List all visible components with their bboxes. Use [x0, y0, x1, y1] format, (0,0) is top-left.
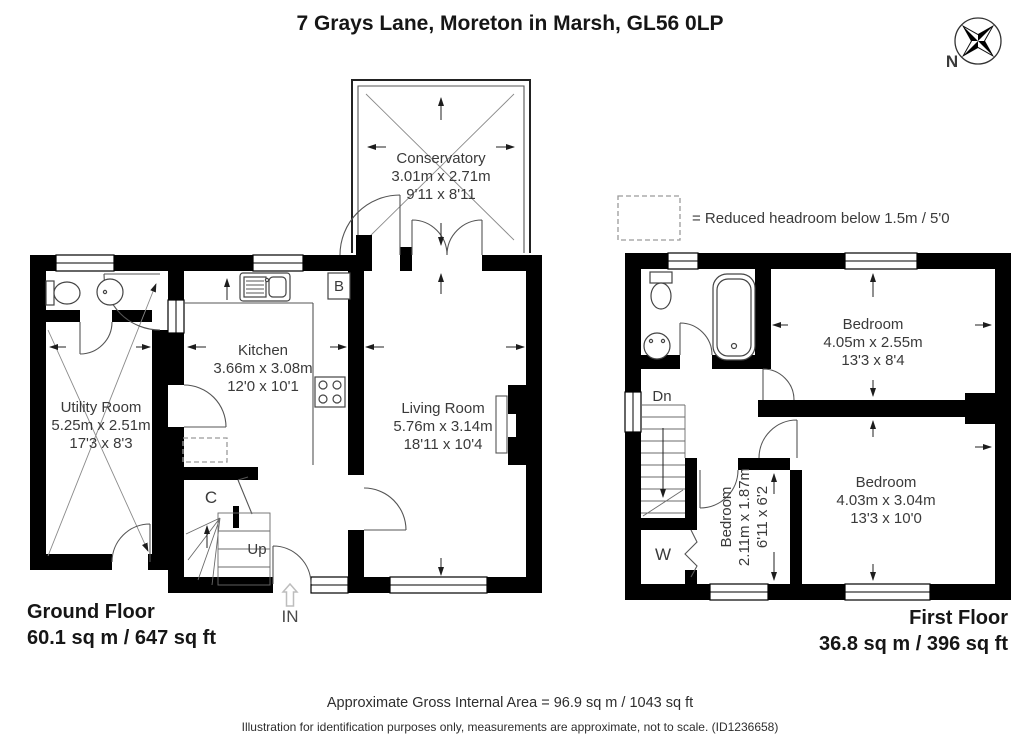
- kitchen-name-label: Kitchen: [238, 342, 288, 359]
- utility-room-imperial-label: 17'3 x 8'3: [69, 435, 132, 452]
- bedroom1-metric-label: 4.05m x 2.55m: [823, 334, 922, 351]
- bedroom3-metric-label: 2.11m x 1.87m: [736, 468, 753, 566]
- boiler-label: B: [334, 278, 344, 295]
- ground-windows: [55, 254, 488, 594]
- fireplace-recess: [506, 414, 516, 437]
- first-windows: [624, 252, 931, 601]
- bedroom2-name-label: Bedroom: [856, 474, 917, 491]
- utility-room-name-label: Utility Room: [61, 399, 142, 416]
- bedroom3-name-label: Bedroom: [718, 487, 735, 548]
- basin-icon: [96, 278, 124, 306]
- utility-room-metric-label: 5.25m x 2.51m: [51, 417, 150, 434]
- utility-cross-lines: [47, 283, 157, 557]
- first-walls: [625, 253, 1011, 600]
- wardrobe-label: W: [655, 545, 671, 564]
- stairs-up: [185, 512, 271, 586]
- ground-floor-title: Ground Floor: [27, 601, 155, 623]
- ground-floor-plan: B: [27, 79, 542, 649]
- living-room-metric-label: 5.76m x 3.14m: [393, 418, 492, 435]
- stairs-down-label: Dn: [652, 388, 671, 405]
- bedroom2-metric-label: 4.03m x 3.04m: [836, 492, 935, 509]
- ground-door-arcs: [79, 194, 483, 585]
- cupboard-label: C: [205, 488, 217, 507]
- conservatory-name-label: Conservatory: [396, 150, 486, 167]
- hearth-outline: [495, 395, 508, 454]
- entrance-arrow-icon: [281, 582, 299, 607]
- ground-floor-area: 60.1 sq m / 647 sq ft: [27, 627, 216, 649]
- page-title: 7 Grays Lane, Moreton in Marsh, GL56 0LP: [296, 12, 723, 35]
- kitchen-sink-icon: [239, 272, 291, 302]
- living-room-name-label: Living Room: [401, 400, 484, 417]
- conservatory-imperial-label: 9'11 x 8'11: [406, 186, 475, 203]
- ground-dimension-arrows: [49, 97, 525, 576]
- basin-icon-first: [643, 332, 671, 360]
- first-floor-title: First Floor: [909, 607, 1008, 629]
- bath-icon: [712, 273, 756, 361]
- kitchen-metric-label: 3.66m x 3.08m: [213, 360, 312, 377]
- living-room-imperial-label: 18'11 x 10'4: [404, 436, 483, 453]
- hob-icon: [314, 376, 346, 408]
- stairs-down: [641, 404, 686, 517]
- compass-rose-icon: [954, 17, 1002, 65]
- bedroom1-imperial-label: 13'3 x 8'4: [841, 352, 904, 369]
- gross-internal-area: Approximate Gross Internal Area = 96.9 s…: [327, 695, 693, 711]
- bedroom1-name-label: Bedroom: [843, 316, 904, 333]
- disclaimer: Illustration for identification purposes…: [242, 720, 779, 734]
- conservatory-diagonals: [365, 93, 515, 241]
- first-door-arcs: [679, 322, 798, 578]
- legend-reduced-headroom-swatch: [617, 195, 681, 241]
- reduced-headroom-area: [182, 437, 228, 463]
- toilet-icon-first: [649, 271, 673, 310]
- first-floor-area: 36.8 sq m / 396 sq ft: [819, 633, 1008, 655]
- stairs-up-label: Up: [247, 541, 266, 558]
- entrance-label: IN: [282, 607, 299, 626]
- bedroom3-imperial-label: 6'11 x 6'2: [754, 486, 771, 548]
- compass-north-label: N: [946, 52, 958, 71]
- kitchen-imperial-label: 12'0 x 10'1: [227, 378, 299, 395]
- wardrobe-bifold-door: [684, 529, 698, 578]
- ground-walls: [30, 235, 542, 593]
- toilet-icon: [45, 280, 81, 306]
- boiler-box: [327, 272, 351, 300]
- conservatory-glazing: [351, 79, 531, 253]
- legend-text: = Reduced headroom below 1.5m / 5'0: [692, 210, 950, 227]
- first-dimension-arrows: [771, 273, 992, 581]
- kitchen-counter: [184, 302, 314, 465]
- first-floor-plan: Bedroom 4.05m x 2.55m 13'3 x 8'4 Bedroom…: [624, 252, 1011, 655]
- bedroom2-imperial-label: 13'3 x 10'0: [850, 510, 922, 527]
- conservatory-metric-label: 3.01m x 2.71m: [391, 168, 490, 185]
